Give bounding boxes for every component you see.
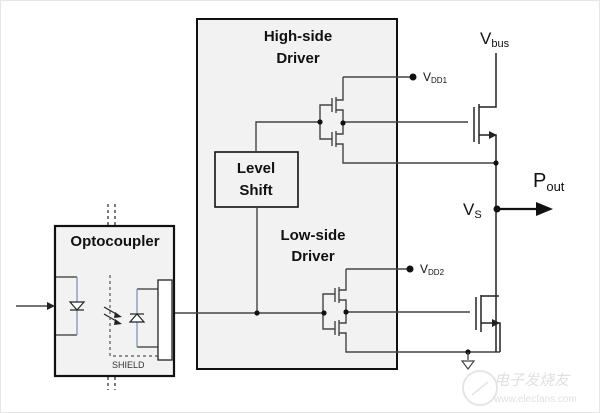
high-side-driver-label-2: Driver [276, 50, 320, 67]
photodiode [128, 288, 158, 348]
junction-dot [321, 310, 327, 316]
level-shift-label-1: Level [237, 160, 275, 177]
vdd2-terminal [406, 265, 414, 273]
led [56, 276, 86, 336]
watermark-logo-icon [462, 370, 498, 406]
high-side-inverter [255, 76, 494, 164]
low-side-driver-label-2: Driver [291, 248, 335, 265]
level-shift-label-2: Shift [239, 182, 272, 199]
shield-line [109, 275, 158, 357]
light-arrow-head [114, 319, 122, 325]
optocoupler-block [53, 224, 176, 378]
pout-arrow-icon [536, 202, 553, 216]
low-side-inverter [173, 207, 500, 353]
pout-label: Pout [533, 170, 565, 194]
vdd2-label: VDD2 [420, 262, 445, 277]
high-side-driver-label-1: High-side [264, 28, 332, 45]
junction-dot [254, 310, 260, 316]
watermark-cn: 电子发烧友 [494, 372, 571, 389]
vs-label: VS [463, 200, 482, 221]
vdd1-label: VDD1 [423, 70, 448, 85]
optocoupler-label: Optocoupler [70, 233, 159, 250]
low-side-power-mosfet [475, 295, 501, 352]
vbus-label: Vbus [480, 29, 510, 50]
low-side-driver-label-1: Low-side [280, 227, 345, 244]
mosfet-arrow [492, 319, 500, 327]
mosfet-arrow [489, 131, 497, 139]
junction-dot [493, 160, 499, 166]
watermark-url: www.elecfans.com [493, 394, 577, 405]
ground-icon [460, 360, 476, 370]
shield-label: SHIELD [112, 360, 145, 370]
high-side-power-mosfet [473, 53, 497, 352]
junction-dot [340, 120, 346, 126]
input-arrow-icon [47, 302, 55, 310]
output-amplifier [157, 279, 173, 361]
junction-dot [343, 309, 349, 315]
vdd1-terminal [409, 73, 417, 81]
isolation-barrier [107, 204, 116, 390]
watermark: 电子发烧友 www.elecfans.com [462, 370, 577, 406]
junction-dot [317, 119, 323, 125]
light-arrow-head [114, 312, 122, 318]
